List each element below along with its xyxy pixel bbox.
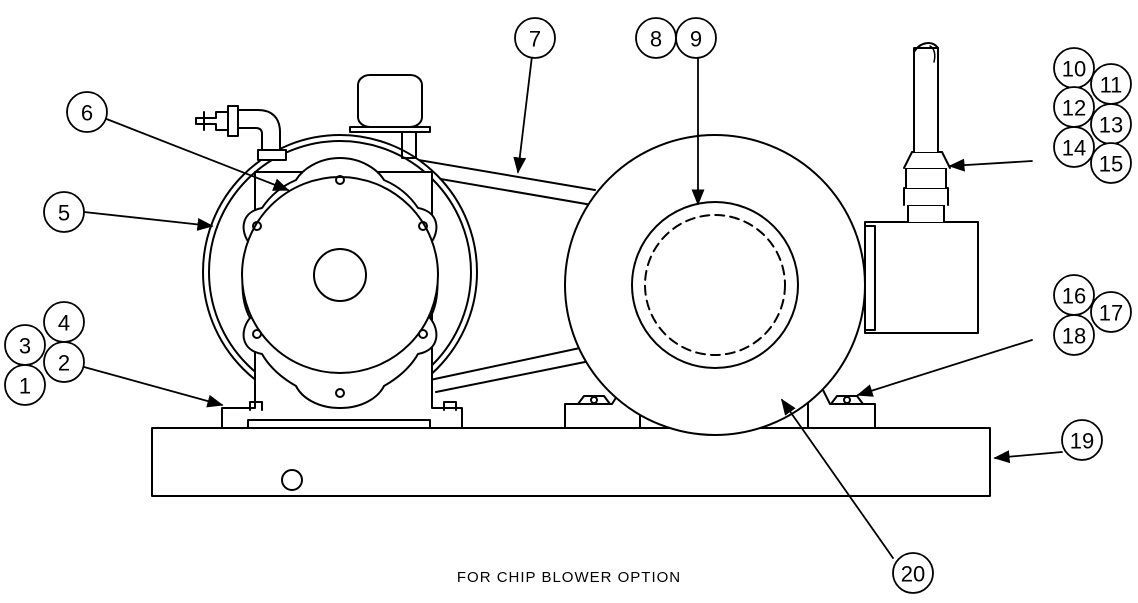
callout-numbers: 4 3 2 1 5 6 7 8 9 10 11 12 13 14 15 16 1… xyxy=(19,27,1123,587)
callout-2: 2 xyxy=(58,351,70,376)
balloon-9-shape xyxy=(675,17,717,59)
balloon-6-shape xyxy=(66,91,108,133)
balloon-5-shape xyxy=(43,191,85,233)
leader-1-4 xyxy=(83,366,224,408)
callout-14: 14 xyxy=(1062,136,1086,161)
callout-18: 18 xyxy=(1062,324,1086,349)
callout-20: 20 xyxy=(901,562,925,587)
callout-10: 10 xyxy=(1062,57,1086,82)
diagram-caption: FOR CHIP BLOWER OPTION xyxy=(457,569,681,586)
callout-9: 9 xyxy=(690,27,702,52)
blower-pulley-cover xyxy=(241,157,439,409)
junction-box xyxy=(864,221,979,334)
base-mounting-hole xyxy=(281,469,303,491)
callout-15: 15 xyxy=(1099,152,1123,177)
leader-19 xyxy=(993,450,1063,464)
inlet-filter xyxy=(349,74,431,159)
callout-3: 3 xyxy=(19,334,31,359)
leader-20 xyxy=(781,398,894,559)
base-plate xyxy=(151,427,991,497)
balloon-7-shape xyxy=(514,17,556,59)
callout-8: 8 xyxy=(650,27,662,52)
callout-12: 12 xyxy=(1062,96,1086,121)
callout-16: 16 xyxy=(1062,284,1086,309)
callout-11: 11 xyxy=(1100,73,1123,98)
callout-7: 7 xyxy=(529,27,541,52)
callout-5: 5 xyxy=(58,201,70,226)
leader-10-15 xyxy=(948,158,1033,172)
leader-6 xyxy=(103,117,290,191)
callout-4: 4 xyxy=(58,311,70,336)
callout-19: 19 xyxy=(1070,429,1094,454)
balloon-19-shape xyxy=(1061,419,1103,461)
callout-13: 13 xyxy=(1099,113,1123,138)
callout-balloons xyxy=(4,17,1132,594)
balloon-17-shape xyxy=(1090,291,1132,333)
callout-6: 6 xyxy=(81,101,93,126)
balloon-20-shape xyxy=(892,552,934,594)
balloon-1-shape xyxy=(4,364,46,406)
balloon-14-shape xyxy=(1053,126,1095,168)
leader-16-18 xyxy=(856,339,1033,397)
balloon-18-shape xyxy=(1053,314,1095,356)
balloon-2-shape xyxy=(43,341,85,383)
callout-1: 1 xyxy=(19,374,31,399)
leader-5 xyxy=(83,211,214,231)
callout-17: 17 xyxy=(1099,301,1123,326)
leader-lines xyxy=(83,55,1063,559)
balloon-15-shape xyxy=(1090,142,1132,184)
leader-7 xyxy=(513,55,533,174)
hose-barb-fitting xyxy=(195,105,287,161)
conduit-fitting xyxy=(903,42,951,223)
motor xyxy=(564,134,866,436)
